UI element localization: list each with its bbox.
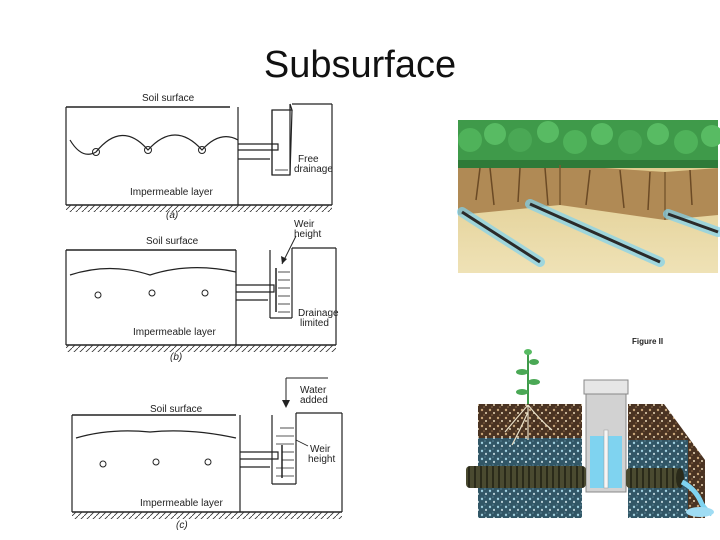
panel-b-caption: (b): [170, 352, 182, 363]
panel-c-added-label: added: [300, 395, 328, 406]
panel-a-free-drainage: Soil surface Impermeable layer Free drai…: [65, 93, 333, 221]
figure-ii-label: Figure II: [632, 337, 663, 346]
panel-c-caption: (c): [176, 520, 188, 531]
panel-c-weir-label: Weir: [310, 444, 331, 455]
panel-c-soil-surface-label: Soil surface: [150, 404, 203, 415]
panel-b-impermeable-label: Impermeable layer: [133, 327, 216, 338]
panel-a-impermeable-label: Impermeable layer: [130, 187, 213, 198]
panel-c-subirrigation: Soil surface Impermeable layer Water add…: [71, 377, 343, 531]
panel-b-limited-label: limited: [300, 318, 329, 329]
panel-b-drainage-label: Drainage: [298, 308, 339, 319]
panel-b-weir-label: Weir: [294, 219, 315, 230]
panel-a-caption: (a): [166, 210, 178, 221]
figure-ii-control-structure: Figure II: [466, 337, 714, 518]
field-drain-illustration: [457, 120, 720, 273]
slide-title: Subsurface: [263, 44, 457, 86]
panel-a-drainage-label: drainage: [294, 164, 333, 175]
panel-a-soil-surface-label: Soil surface: [142, 93, 195, 104]
panel-b-controlled-drainage: Soil surface Impermeable layer Weir heig…: [65, 219, 339, 363]
panel-b-height-label: height: [294, 229, 321, 240]
panel-c-impermeable-label: Impermeable layer: [140, 498, 223, 509]
panel-c-height-label: height: [308, 454, 335, 465]
panel-a-free-label: Free: [298, 154, 319, 165]
panel-b-soil-surface-label: Soil surface: [146, 236, 199, 247]
panel-c-water-label: Water: [300, 385, 327, 396]
